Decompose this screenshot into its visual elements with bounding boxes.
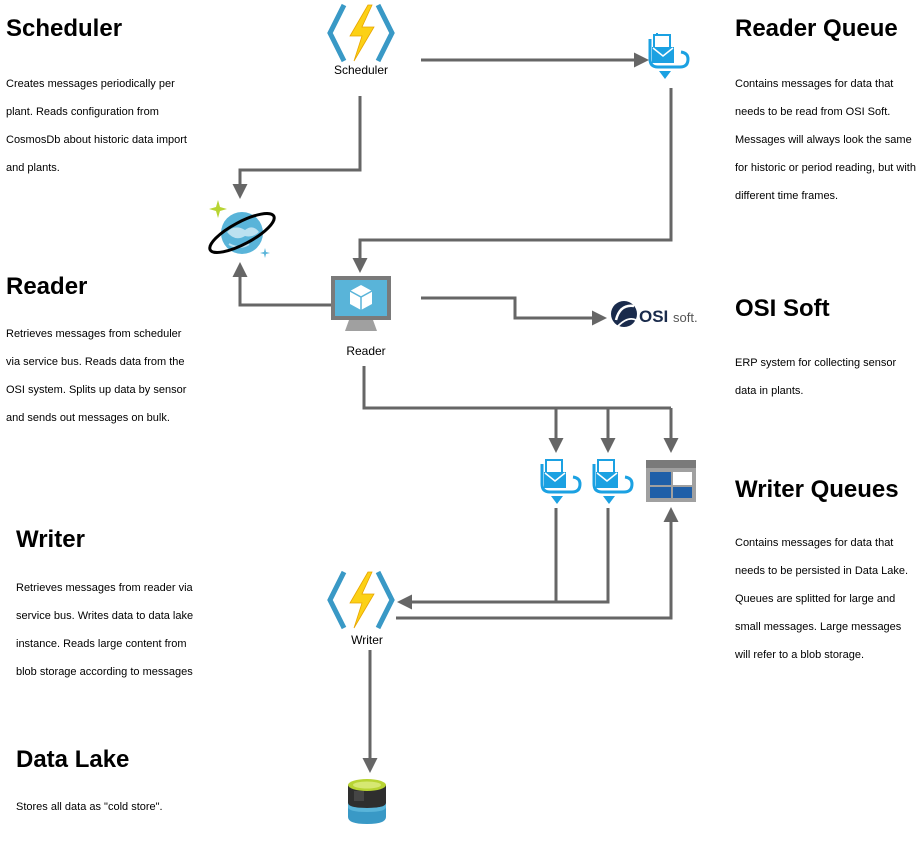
reader-queue-description: Contains messages for data that needs to… xyxy=(735,78,916,202)
reader-heading: Reader xyxy=(6,273,88,300)
arrow-scheduler-to-cosmos xyxy=(232,96,362,199)
arrow-large-queue-to-writer xyxy=(556,508,610,604)
writer-queues-description: Contains messages for data that needs to… xyxy=(735,537,909,661)
reader-node-label: Reader xyxy=(346,344,386,358)
service-bus-queue-icon[interactable] xyxy=(540,459,582,504)
reader-queue-heading: Reader Queue xyxy=(735,15,898,42)
blob-storage-icon[interactable] xyxy=(646,460,696,502)
service-bus-queue-icon[interactable] xyxy=(648,33,690,79)
osi-logo-main-text: OSI xyxy=(639,307,668,326)
scheduler-description: Creates messages periodically per plant.… xyxy=(6,78,187,174)
osi-soft-description: ERP system for collecting sensor data in… xyxy=(735,357,897,397)
azure-function-icon[interactable] xyxy=(327,570,395,630)
service-bus-queue-icon[interactable] xyxy=(592,459,634,504)
arrow-reader-to-cosmos xyxy=(232,262,333,307)
data-lake-heading: Data Lake xyxy=(16,746,130,773)
scheduler-heading: Scheduler xyxy=(6,15,123,42)
arrow-reader-queue-to-reader xyxy=(352,88,673,273)
osisoft-logo: OSI soft. xyxy=(611,301,698,327)
writer-node-label: Writer xyxy=(351,633,383,647)
osi-soft-heading: OSI Soft xyxy=(735,295,830,322)
cosmos-db-icon[interactable] xyxy=(205,200,279,260)
arrow-reader-to-osi xyxy=(421,296,607,326)
scheduler-node-label: Scheduler xyxy=(333,63,389,77)
data-lake-description: Stores all data as "cold store". xyxy=(16,801,163,813)
arrow-small-queue-to-writer xyxy=(397,508,558,610)
writer-heading: Writer xyxy=(16,526,85,553)
azure-function-icon[interactable] xyxy=(327,3,395,63)
arrow-writer-to-blob xyxy=(396,507,679,620)
data-lake-icon[interactable] xyxy=(348,779,386,824)
osi-logo-suffix-text: soft. xyxy=(673,310,698,325)
writer-queues-heading: Writer Queues xyxy=(735,476,899,503)
arrow-reader-to-writer-queues-bus xyxy=(362,366,671,410)
reader-description: Retrieves messages from scheduler via se… xyxy=(6,328,187,424)
virtual-machine-icon[interactable] xyxy=(331,276,391,331)
writer-description: Retrieves messages from reader via servi… xyxy=(16,582,194,678)
